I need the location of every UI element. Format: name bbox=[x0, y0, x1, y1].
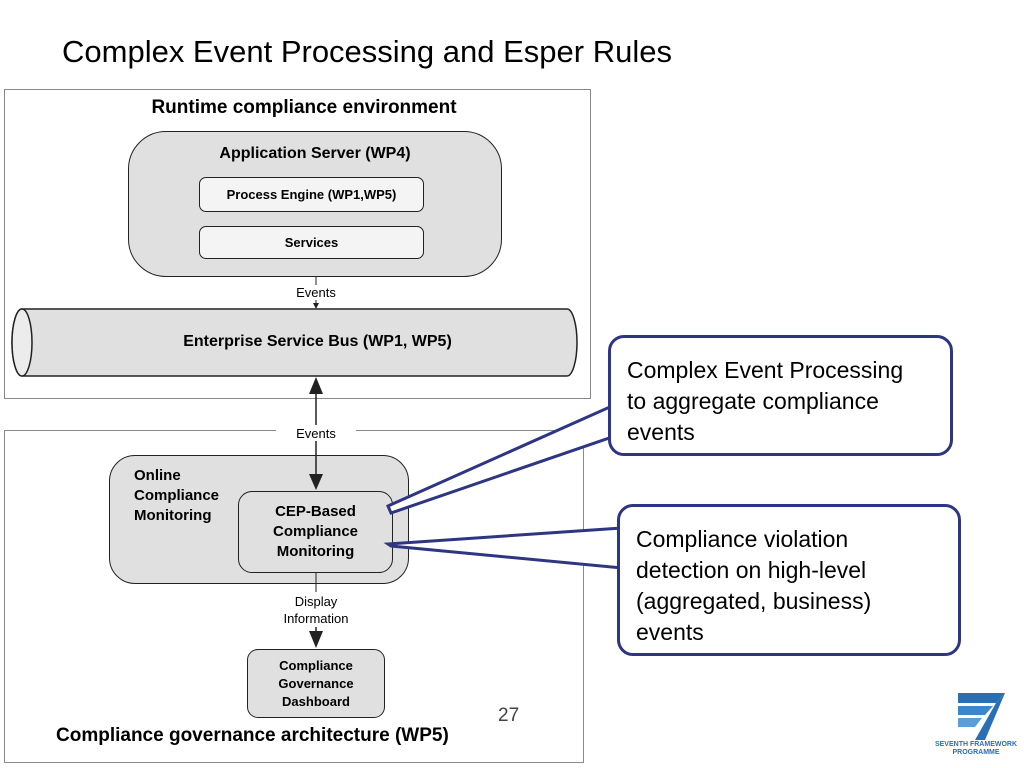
esb-label: Enterprise Service Bus (WP1, WP5) bbox=[183, 333, 452, 350]
display-information-label: Display Information bbox=[266, 593, 366, 627]
dashboard-line-2: Governance bbox=[278, 675, 354, 691]
page-number: 27 bbox=[498, 705, 520, 726]
violation-callout-line-4: events bbox=[636, 619, 704, 645]
online-monitoring-line-1: Online bbox=[134, 467, 181, 484]
dashboard-line-1: Compliance bbox=[279, 657, 353, 673]
logo-line-2: PROGRAMME bbox=[952, 749, 1000, 756]
services-label: Services bbox=[284, 235, 339, 250]
cep-callout-line-2: to aggregate compliance bbox=[627, 388, 879, 414]
events-label-bottom: Events bbox=[276, 426, 356, 441]
slide-title: Complex Event Processing and Esper Rules bbox=[62, 34, 672, 69]
display-information-line-2: Information bbox=[283, 611, 349, 626]
runtime-environment-title: Runtime compliance environment bbox=[151, 97, 457, 118]
application-server-box: Application Server (WP4) bbox=[128, 131, 502, 277]
services-box: Services bbox=[199, 226, 424, 259]
online-monitoring-label: Online Compliance Monitoring bbox=[134, 466, 219, 526]
dashboard-box: Compliance Governance Dashboard bbox=[247, 649, 385, 718]
violation-callout-line-3: (aggregated, business) bbox=[636, 588, 872, 614]
online-monitoring-line-3: Monitoring bbox=[134, 507, 212, 524]
violation-callout-line-2: detection on high-level bbox=[636, 557, 867, 583]
violation-callout-line-1: Compliance violation bbox=[636, 526, 849, 552]
application-server-label: Application Server (WP4) bbox=[219, 145, 411, 162]
process-engine-box: Process Engine (WP1,WP5) bbox=[199, 177, 424, 212]
dashboard-line-3: Dashboard bbox=[282, 693, 350, 709]
governance-title: Compliance governance architecture (WP5) bbox=[56, 725, 449, 746]
display-information-line-1: Display bbox=[294, 594, 338, 609]
seventh-framework-logo-shape bbox=[958, 693, 1005, 740]
cep-callout-line-1: Complex Event Processing bbox=[627, 357, 904, 383]
cep-callout-line-3: events bbox=[627, 419, 695, 445]
process-engine-label: Process Engine (WP1,WP5) bbox=[226, 187, 397, 202]
esb-cylinder-shape bbox=[11, 308, 578, 377]
logo-line-1: SEVENTH FRAMEWORK bbox=[934, 741, 1018, 748]
seventh-framework-logo-text: SEVENTH FRAMEWORK PROGRAMME bbox=[928, 741, 1024, 757]
cep-callout: Complex Event Processing to aggregate co… bbox=[608, 335, 953, 456]
online-monitoring-line-2: Compliance bbox=[134, 487, 220, 504]
events-label-top: Events bbox=[296, 285, 336, 300]
violation-callout: Compliance violation detection on high-l… bbox=[617, 504, 961, 656]
